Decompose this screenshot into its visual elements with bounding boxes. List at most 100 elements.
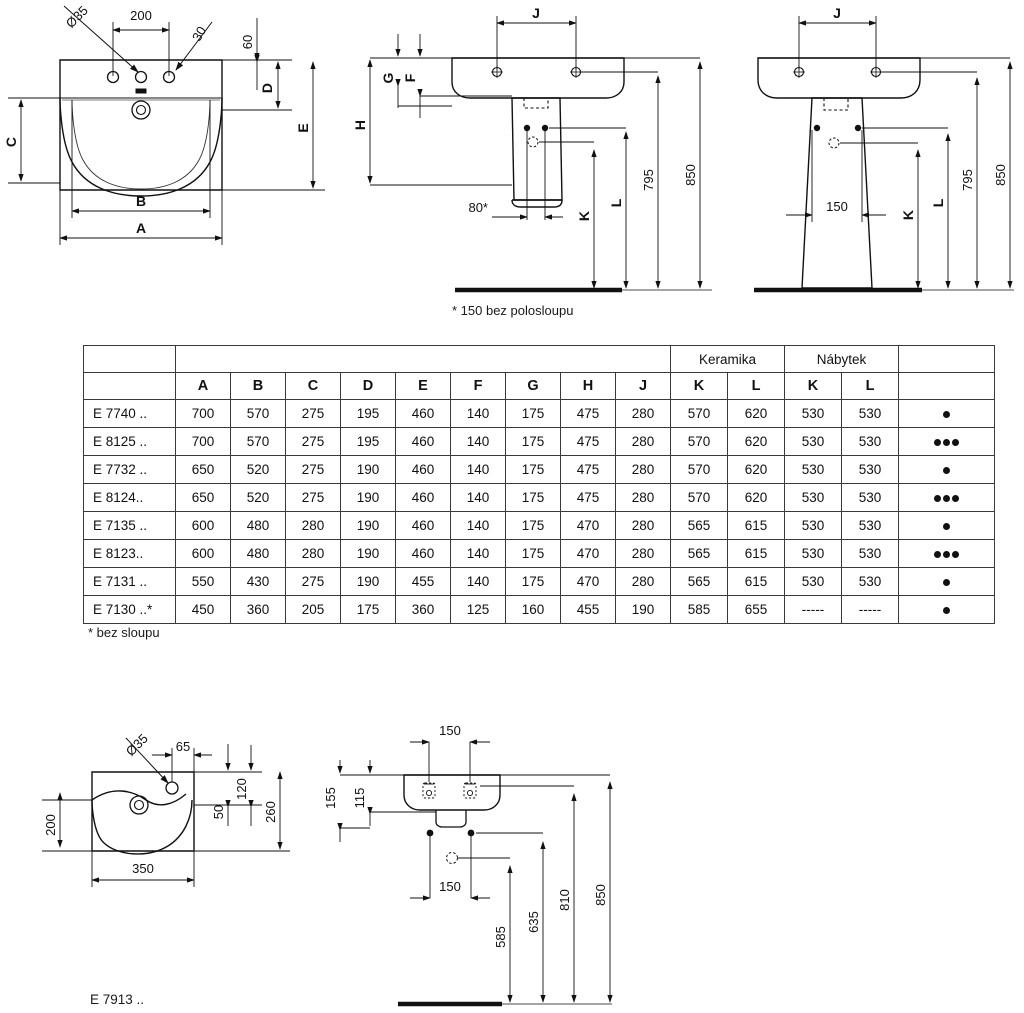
cell-variant-dots bbox=[898, 511, 996, 540]
cell-nabytek-L: 530 bbox=[841, 483, 900, 512]
pedestal-dim-K bbox=[840, 142, 921, 289]
label-350: 350 bbox=[132, 861, 154, 876]
spec-table-container: Keramika Nábytek A B C D E F G H J K L bbox=[83, 345, 996, 624]
cell-model: E 8125 .. bbox=[83, 427, 176, 456]
cell-model: E 7732 .. bbox=[83, 455, 176, 484]
cell-C: 280 bbox=[285, 511, 341, 540]
variant-dot-icon bbox=[952, 550, 960, 558]
cell-F: 140 bbox=[450, 539, 506, 568]
side-view-dim-80 bbox=[492, 128, 563, 220]
label-850-middle: 850 bbox=[683, 164, 698, 186]
cell-H: 475 bbox=[560, 427, 616, 456]
cell-J: 280 bbox=[614, 455, 672, 484]
pedestal-fixing-points bbox=[813, 124, 862, 149]
label-200: 200 bbox=[130, 8, 152, 23]
cell-keramika-L: 615 bbox=[727, 567, 786, 596]
variant-dot-icon bbox=[943, 410, 951, 418]
note-polosloupu: * 150 bez polosloupu bbox=[452, 303, 574, 318]
label-200-bottom: 200 bbox=[43, 814, 58, 836]
side-view-half-pedestal bbox=[511, 97, 563, 208]
cell-A: 550 bbox=[175, 567, 231, 596]
cell-G: 175 bbox=[505, 455, 561, 484]
label-dia35-bottom: Ø35 bbox=[123, 731, 151, 759]
variant-dot-icon bbox=[952, 494, 960, 502]
cell-nabytek-K: ----- bbox=[784, 595, 843, 624]
cell-E: 460 bbox=[395, 483, 451, 512]
cell-keramika-L: 620 bbox=[727, 399, 786, 428]
table-column-header-row: A B C D E F G H J K L K L bbox=[83, 372, 996, 400]
cell-F: 140 bbox=[450, 483, 506, 512]
label-J-middle: J bbox=[532, 5, 540, 21]
cell-nabytek-K: 530 bbox=[784, 455, 843, 484]
cell-F: 140 bbox=[450, 567, 506, 596]
side-view-fixing-points bbox=[523, 124, 549, 148]
small-side-dim-150-bottom bbox=[410, 833, 490, 901]
variant-dot-icon bbox=[952, 438, 960, 446]
side-view-tap-holes-plan bbox=[491, 66, 582, 78]
cell-F: 140 bbox=[450, 427, 506, 456]
cell-G: 175 bbox=[505, 483, 561, 512]
cell-B: 520 bbox=[230, 483, 286, 512]
group-header-nabytek: Nábytek bbox=[784, 345, 900, 373]
label-150-side-bottom: 150 bbox=[439, 879, 461, 894]
col-header-G: G bbox=[505, 372, 561, 400]
front-view-dim-200 bbox=[112, 22, 170, 76]
cell-D: 195 bbox=[340, 399, 396, 428]
pedestal-dim-795 bbox=[880, 71, 980, 289]
cell-E: 360 bbox=[395, 595, 451, 624]
col-header-variants bbox=[898, 372, 996, 400]
cell-B: 480 bbox=[230, 511, 286, 540]
cell-nabytek-L: 530 bbox=[841, 567, 900, 596]
small-side-dim-635 bbox=[476, 832, 546, 1003]
small-side-fixing-points bbox=[426, 829, 475, 864]
label-810: 810 bbox=[557, 889, 572, 911]
variant-dot-icon bbox=[934, 494, 942, 502]
variant-dot-icon bbox=[943, 438, 951, 446]
side-view-dim-G bbox=[395, 34, 452, 108]
cell-D: 175 bbox=[340, 595, 396, 624]
label-K-right: K bbox=[900, 210, 916, 220]
small-side-dim-585 bbox=[458, 857, 513, 1003]
cell-C: 205 bbox=[285, 595, 341, 624]
label-J-right: J bbox=[833, 5, 841, 21]
cell-F: 125 bbox=[450, 595, 506, 624]
cell-B: 360 bbox=[230, 595, 286, 624]
small-basin-outline bbox=[91, 771, 195, 855]
cell-J: 280 bbox=[614, 539, 672, 568]
col-header-D: D bbox=[340, 372, 396, 400]
cell-J: 190 bbox=[614, 595, 672, 624]
cell-nabytek-K: 530 bbox=[784, 511, 843, 540]
cell-variant-dots bbox=[898, 567, 996, 596]
col-header-C: C bbox=[285, 372, 341, 400]
cell-variant-dots bbox=[898, 483, 996, 512]
cell-H: 470 bbox=[560, 567, 616, 596]
cell-G: 160 bbox=[505, 595, 561, 624]
label-260: 260 bbox=[263, 801, 278, 823]
small-side-basin-body bbox=[403, 774, 501, 828]
label-K-middle: K bbox=[576, 211, 592, 221]
cell-variant-dots bbox=[898, 455, 996, 484]
cell-variant-dots bbox=[898, 399, 996, 428]
cell-nabytek-K: 530 bbox=[784, 427, 843, 456]
cell-model: E 7130 ..* bbox=[83, 595, 176, 624]
label-155: 155 bbox=[323, 787, 338, 809]
cell-B: 520 bbox=[230, 455, 286, 484]
cell-keramika-L: 620 bbox=[727, 483, 786, 512]
cell-J: 280 bbox=[614, 567, 672, 596]
cell-H: 470 bbox=[560, 539, 616, 568]
cell-A: 650 bbox=[175, 455, 231, 484]
cell-variant-dots bbox=[898, 595, 996, 624]
label-B: B bbox=[136, 193, 146, 209]
cell-C: 275 bbox=[285, 399, 341, 428]
col-header-J: J bbox=[614, 372, 672, 400]
cell-C: 280 bbox=[285, 539, 341, 568]
cell-C: 275 bbox=[285, 427, 341, 456]
cell-G: 175 bbox=[505, 567, 561, 596]
label-120: 120 bbox=[234, 778, 249, 800]
cell-D: 190 bbox=[340, 455, 396, 484]
label-795-right: 795 bbox=[960, 169, 975, 191]
label-dia35-top: Ø35 bbox=[63, 3, 91, 31]
front-view-basin-outline bbox=[59, 59, 223, 197]
pedestal-view-basin-body bbox=[757, 57, 921, 99]
